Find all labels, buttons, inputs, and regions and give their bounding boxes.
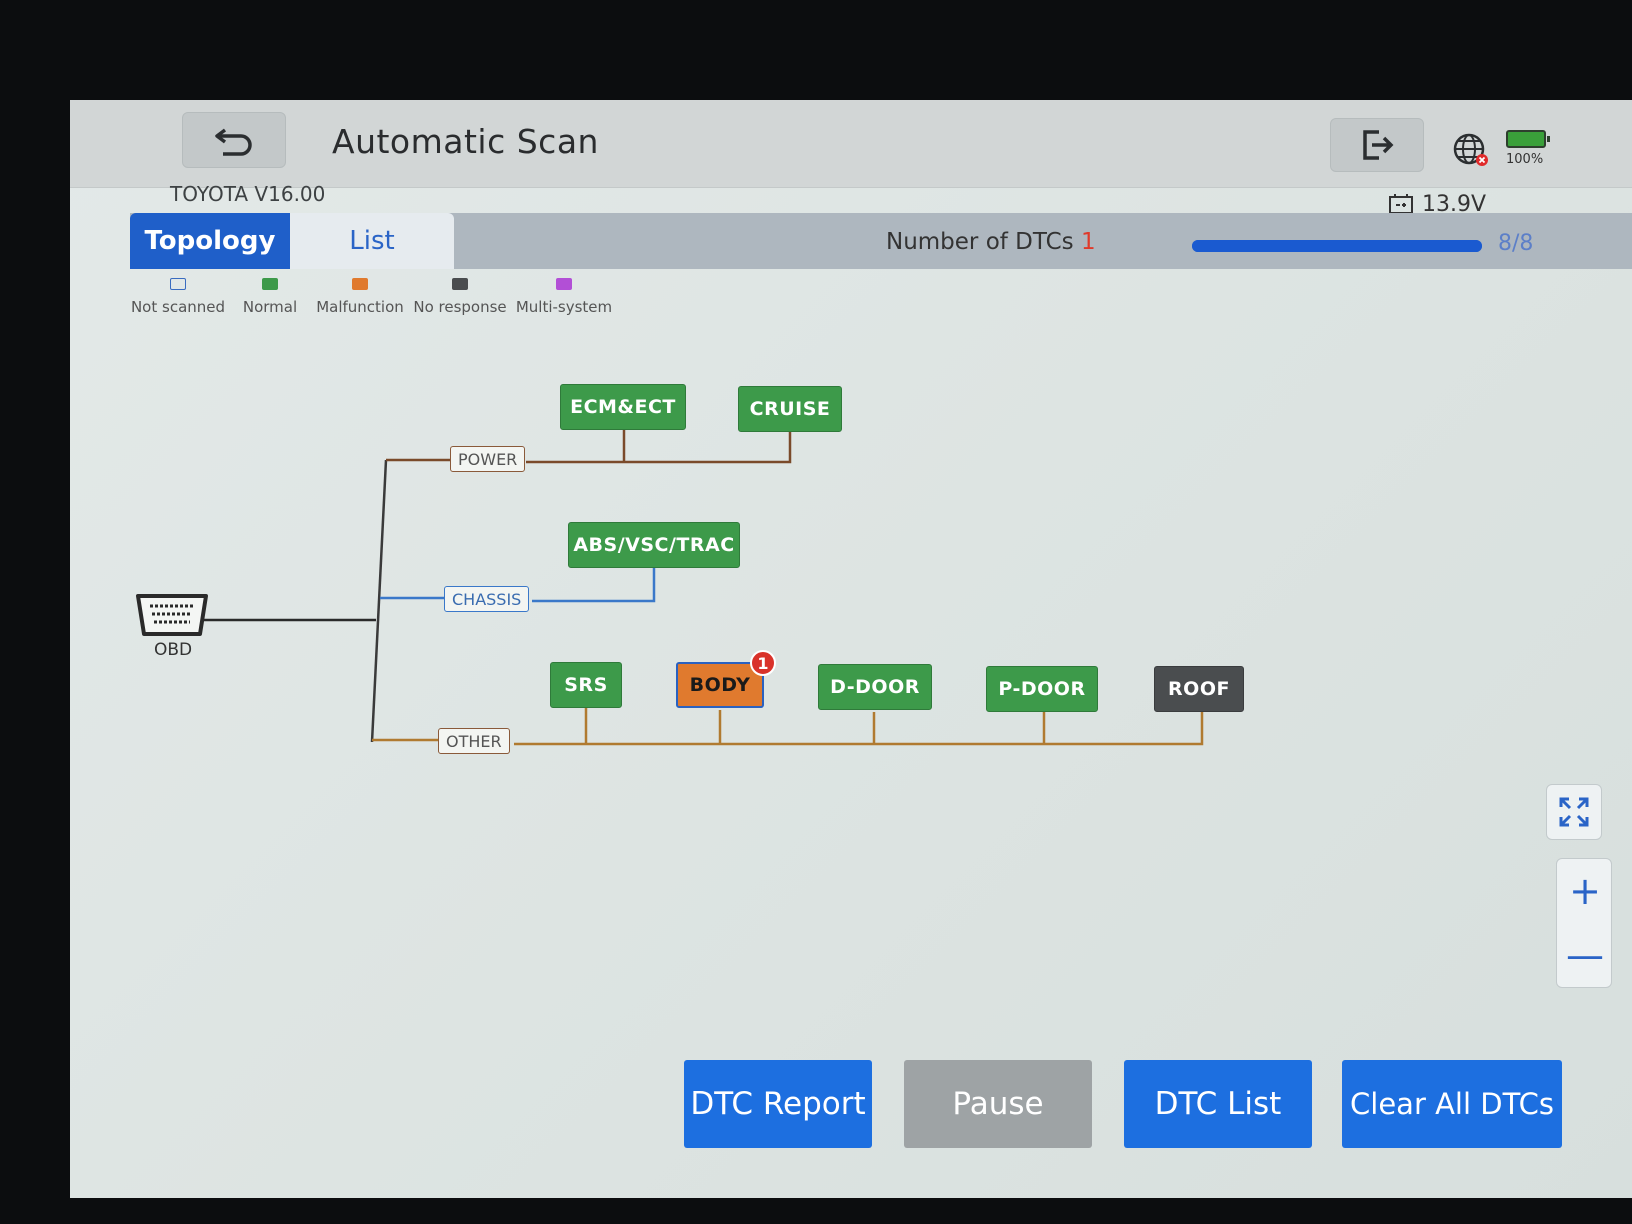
legend-multi-system: Multi-system — [514, 278, 614, 316]
scan-progress-bar — [1192, 240, 1482, 252]
tab-list[interactable]: List — [290, 213, 454, 269]
legend-label: Multi-system — [515, 298, 613, 316]
dtc-badge: 1 — [750, 650, 776, 676]
battery-percent: 100% — [1506, 152, 1544, 167]
tab-bar: Topology List Number of DTCs 1 8/8 — [130, 213, 1632, 269]
legend-label: Malfunction — [316, 298, 404, 316]
module-srs[interactable]: SRS — [550, 662, 622, 708]
bus-power-label: POWER — [450, 446, 526, 472]
voltage-readout: 13.9V — [1422, 192, 1487, 217]
legend-malfunction: Malfunction — [314, 278, 406, 316]
legend-swatch — [556, 278, 572, 290]
bus-other-label: OTHER — [438, 728, 510, 754]
topology-lines — [204, 430, 1204, 746]
bus-chassis-label: CHASSIS — [444, 586, 530, 612]
legend-swatch — [452, 278, 468, 290]
legend-no-response: No response — [412, 278, 508, 316]
module-d-door[interactable]: D-DOOR — [818, 664, 932, 710]
header-bar: Automatic Scan 100% — [70, 100, 1632, 188]
pause-button[interactable]: Pause — [904, 1060, 1092, 1148]
module-body[interactable]: BODY — [676, 662, 764, 708]
dtc-list-button[interactable]: DTC List — [1124, 1060, 1312, 1148]
zoom-out-button[interactable]: — — [1566, 933, 1604, 977]
module-p-door[interactable]: P-DOOR — [986, 666, 1098, 712]
tab-topology[interactable]: Topology — [130, 213, 290, 269]
module-cruise[interactable]: CRUISE — [738, 386, 842, 432]
back-arrow-icon — [215, 128, 252, 156]
legend-label: Not scanned — [130, 298, 226, 316]
dtc-count: Number of DTCs 1 — [886, 229, 1096, 255]
software-version: TOYOTA V16.00 — [170, 182, 326, 206]
expand-icon — [1559, 797, 1589, 827]
obd-label: OBD — [154, 640, 193, 660]
dtc-count-label: Number of DTCs — [886, 229, 1074, 255]
legend-normal: Normal — [238, 278, 302, 316]
scan-progress-text: 8/8 — [1498, 231, 1534, 256]
obd-connector-icon[interactable] — [134, 592, 210, 640]
back-button[interactable] — [182, 112, 286, 168]
topology-diagram: OBD POWER CHASSIS OTHER ECM&ECT CRUISE A… — [70, 100, 1632, 1198]
legend-swatch — [262, 278, 278, 290]
network-globe-icon — [1453, 133, 1488, 166]
legend-swatch — [352, 278, 368, 290]
exit-icon — [1363, 130, 1394, 160]
battery-icon — [1506, 130, 1550, 148]
dtc-report-button[interactable]: DTC Report — [684, 1060, 872, 1148]
scanner-screen: Automatic Scan 100% TOYOTA V16.00 13.9V … — [70, 100, 1632, 1198]
dtc-count-value: 1 — [1080, 229, 1096, 255]
clear-all-dtcs-button[interactable]: Clear All DTCs — [1342, 1060, 1562, 1148]
legend-label: Normal — [242, 298, 298, 316]
fit-screen-button[interactable] — [1546, 784, 1602, 840]
page-title: Automatic Scan — [332, 122, 599, 161]
legend-not-scanned: Not scanned — [130, 278, 226, 316]
zoom-in-button[interactable]: + — [1569, 869, 1601, 913]
scan-progress-fill — [1192, 240, 1482, 252]
zoom-controls: + — — [1556, 858, 1612, 988]
module-ecm-ect[interactable]: ECM&ECT — [560, 384, 686, 430]
legend-label: No response — [413, 298, 507, 316]
module-roof[interactable]: ROOF — [1154, 666, 1244, 712]
legend-swatch — [170, 278, 186, 290]
module-abs-vsc-trac[interactable]: ABS/VSC/TRAC — [568, 522, 740, 568]
exit-button[interactable] — [1330, 118, 1424, 172]
